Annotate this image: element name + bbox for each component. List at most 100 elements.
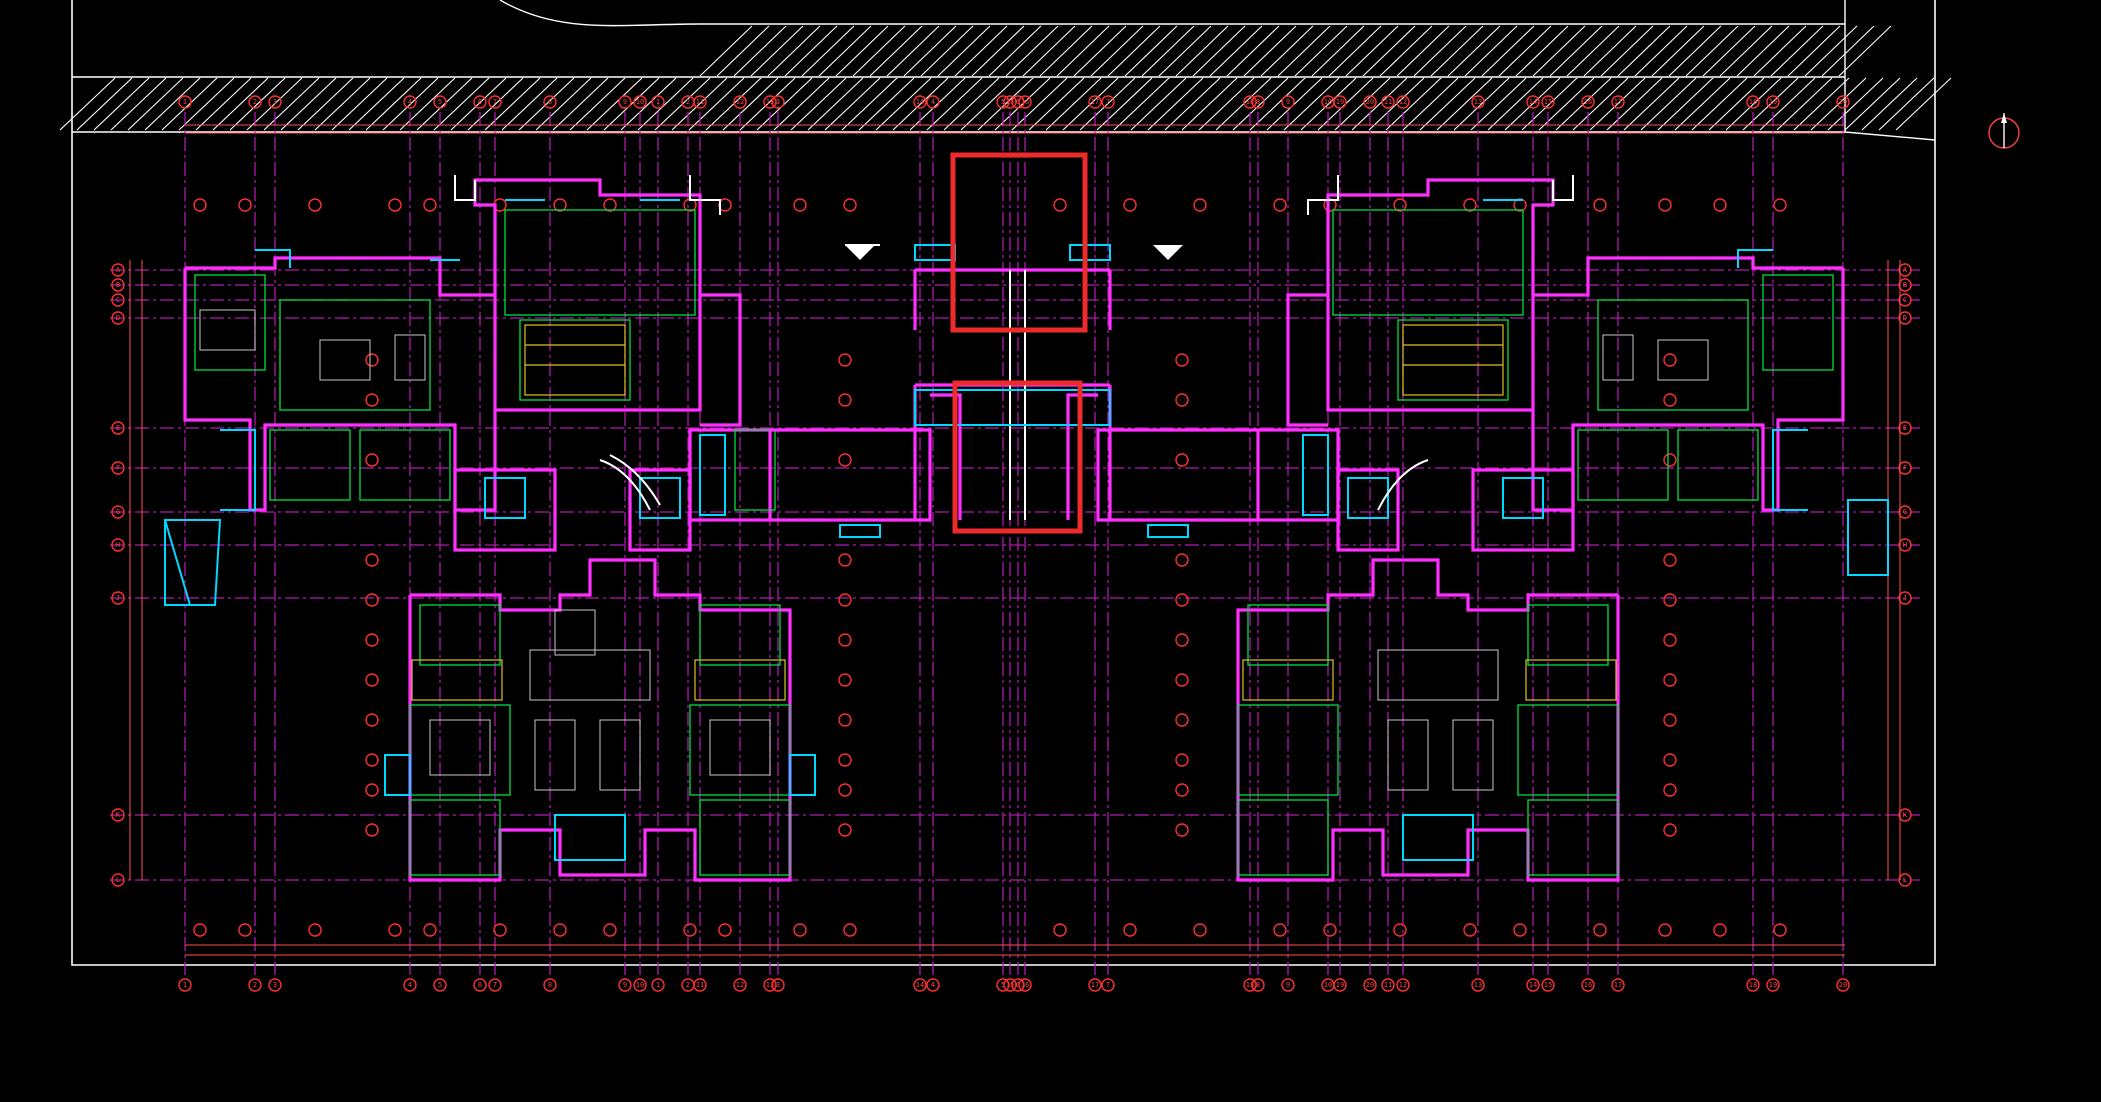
axis-bubble-label: L xyxy=(116,876,120,884)
hatch-line xyxy=(1515,25,1569,77)
hatch-line xyxy=(161,77,218,131)
hatch-line xyxy=(886,25,940,77)
hatch-line xyxy=(467,77,524,131)
axis-bubble-top xyxy=(1018,95,1032,109)
hatch-line xyxy=(1521,77,1578,131)
axis-bubble-label: D xyxy=(1903,314,1907,322)
hatch-line xyxy=(1300,77,1357,131)
hatch-line xyxy=(1351,77,1408,131)
axis-bubble-inner xyxy=(838,783,852,797)
axis-bubble-label: 3 xyxy=(273,981,277,989)
axis-bubble-inner xyxy=(838,713,852,727)
hatch-line xyxy=(1056,25,1110,77)
hatch-line xyxy=(1419,77,1476,131)
hatch-line xyxy=(1895,77,1952,131)
hatch-line xyxy=(1232,77,1289,131)
hatch-line xyxy=(1464,25,1518,77)
hatch-line xyxy=(1844,77,1901,131)
axis-bubble-top xyxy=(763,95,777,109)
axis-bubble-label: 5 xyxy=(1001,981,1005,989)
axis-bubble-inner xyxy=(365,553,379,567)
hatch-line xyxy=(586,77,643,131)
axis-bubble-label: 16 xyxy=(1021,981,1029,989)
hatch-line xyxy=(1640,77,1697,131)
axis-bubble-side xyxy=(111,293,125,307)
hatch-line xyxy=(1674,77,1731,131)
axis-bubble-top xyxy=(1541,978,1555,992)
axis-bubble-label: 17 xyxy=(1091,981,1099,989)
axis-bubble-side xyxy=(1898,263,1912,277)
north-arrow-icon xyxy=(1988,113,2020,149)
hatch-line xyxy=(1719,25,1773,77)
axis-bubble-label: 7 xyxy=(493,981,497,989)
hatch-line xyxy=(869,25,923,77)
axis-bubble-top xyxy=(1243,95,1257,109)
axis-bubble-top xyxy=(763,978,777,992)
axis-bubble-top xyxy=(403,95,417,109)
hatch-line xyxy=(280,77,337,131)
axis-bubble-inner xyxy=(1175,553,1189,567)
axis-bubble-label: H xyxy=(1903,541,1907,549)
highlight-box-lower[interactable] xyxy=(952,380,1083,534)
axis-bubble-label: 5 xyxy=(438,981,442,989)
axis-bubble-top xyxy=(681,978,695,992)
axis-bubble-label: 11 xyxy=(696,98,704,106)
axis-bubble-label: J xyxy=(1903,594,1907,602)
axis-bubble-label: 6 xyxy=(478,981,482,989)
hatch-line xyxy=(875,77,932,131)
highlight-box-upper[interactable] xyxy=(950,152,1088,333)
axis-bubble-label: 15 xyxy=(1006,981,1014,989)
axis-bubble-top xyxy=(248,95,262,109)
hatch-line xyxy=(807,77,864,131)
hatch-line xyxy=(1113,77,1170,131)
hatch-line xyxy=(954,25,1008,77)
hatch-line xyxy=(688,77,745,131)
hatch-line xyxy=(1277,25,1331,77)
axis-bubble-label: 19 xyxy=(1769,98,1777,106)
axis-bubble-inner xyxy=(1123,198,1137,212)
axis-bubble-label: 4 xyxy=(408,98,412,106)
axis-bubble-inner xyxy=(838,753,852,767)
axis-bubble-inner xyxy=(1175,393,1189,407)
axis-bubble-top xyxy=(1363,978,1377,992)
hatch-line xyxy=(1209,25,1263,77)
left-corridor xyxy=(770,244,962,538)
axis-bubble-label: 20 xyxy=(1366,98,1374,106)
axis-bubble-inner xyxy=(1713,198,1727,212)
axis-bubble-label: 1 xyxy=(183,98,187,106)
axis-bubble-top xyxy=(1746,978,1760,992)
hatch-line xyxy=(1011,77,1068,131)
axis-bubble-inner xyxy=(1053,198,1067,212)
hatch-line xyxy=(750,25,804,77)
axis-bubble-inner xyxy=(1053,923,1067,937)
axis-bubble-inner xyxy=(838,353,852,367)
hatch-line xyxy=(399,77,456,131)
hatch-line xyxy=(767,25,821,77)
axis-bubble-label: G xyxy=(1903,508,1907,516)
axis-bubble-label: 4 xyxy=(408,981,412,989)
axis-bubble-label: 11 xyxy=(696,981,704,989)
hatch-line xyxy=(801,25,855,77)
hatch-line xyxy=(1124,25,1178,77)
axis-bubble-inner xyxy=(1273,198,1287,212)
axis-bubble-side xyxy=(111,263,125,277)
axis-bubble-label: 9 xyxy=(1286,981,1290,989)
right-building xyxy=(1066,175,1889,882)
axis-bubble-label: 8 xyxy=(1256,981,1260,989)
hatch-line xyxy=(858,77,915,131)
axis-bubble-label: 10 xyxy=(636,981,644,989)
hatch-line xyxy=(671,77,728,131)
axis-bubble-inner xyxy=(1323,923,1337,937)
hatch-line xyxy=(450,77,507,131)
hatch-line xyxy=(348,77,405,131)
axis-bubble-inner xyxy=(1175,783,1189,797)
hatch-line xyxy=(1634,25,1688,77)
axis-bubble-side xyxy=(1898,278,1912,292)
axis-bubble-top xyxy=(1526,95,1540,109)
hatch-line xyxy=(1804,25,1858,77)
hatch-line xyxy=(909,77,966,131)
axis-bubble-inner xyxy=(365,783,379,797)
hatch-line xyxy=(1175,25,1229,77)
axis-bubble-label: 13 xyxy=(1474,98,1482,106)
